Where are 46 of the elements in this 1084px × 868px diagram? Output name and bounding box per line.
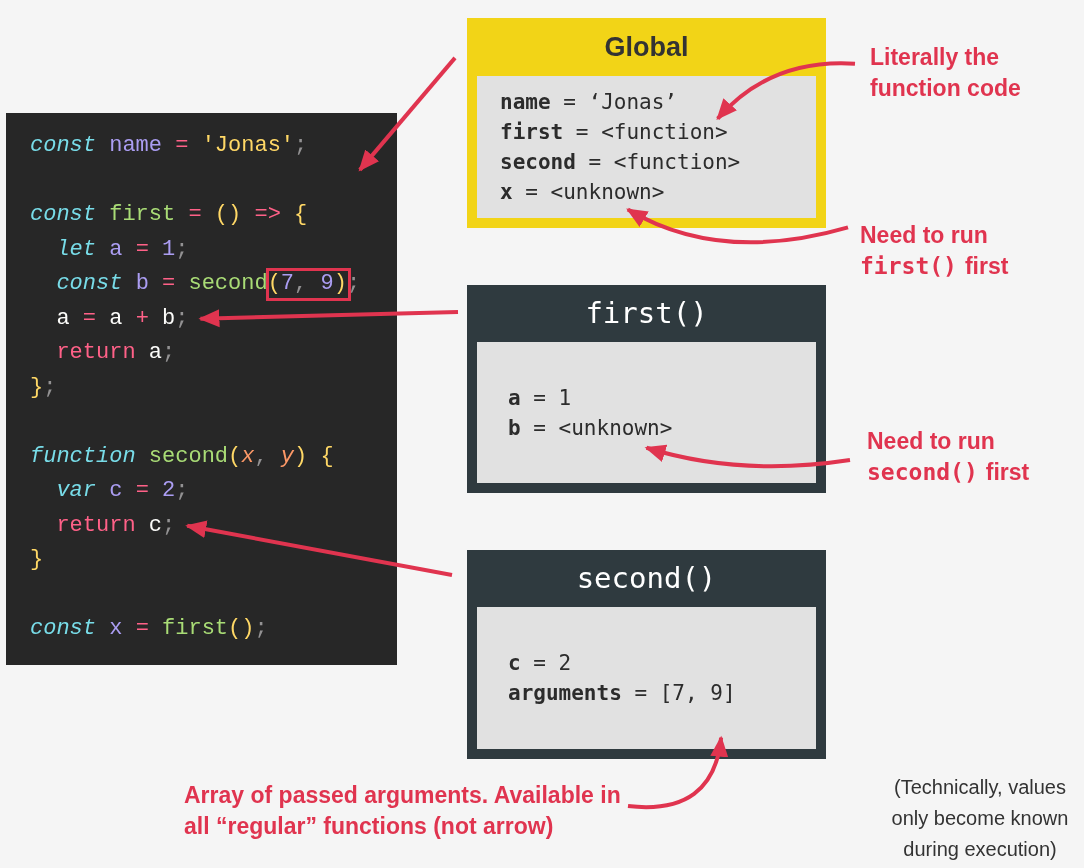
code-line: const x = first(); (30, 612, 268, 647)
arrow (627, 735, 728, 810)
code-line: return a; (30, 336, 176, 371)
annotation-text: Literally the function code (870, 42, 1060, 104)
variable-line: second = <function> (500, 149, 741, 176)
variable-line: b = <unknown> (508, 414, 673, 442)
annotation-text: Need to run (867, 427, 995, 456)
context-frame (467, 18, 826, 228)
code-line: const name = 'Jonas'; (30, 129, 308, 164)
context-frame (467, 285, 826, 493)
code-line: } (30, 543, 44, 578)
variable-panel (477, 76, 816, 218)
arrow (716, 61, 856, 121)
code-line: const b = second(7, 9); (30, 267, 361, 302)
variable-panel (477, 342, 816, 483)
code-line: var c = 2; (30, 474, 189, 509)
frame-title: Global (604, 30, 689, 64)
code-line: const first = () => { (30, 198, 308, 233)
variable-line: first = <function> (500, 119, 728, 146)
note-text: (Technically, values only become known during execution) (890, 775, 1070, 862)
code-line: }; (30, 370, 57, 405)
code-line: function second(x, y) { (30, 439, 334, 474)
arrow (358, 56, 457, 172)
code-line: a = a + b; (30, 301, 189, 336)
context-frame (467, 550, 826, 759)
arrow (626, 207, 849, 245)
annotation-text: Array of passed arguments. Available in all “regular” functions (not arrow) (184, 780, 624, 842)
code-line: return c; (30, 508, 176, 543)
variable-line: a = 1 (508, 384, 572, 412)
code-panel (6, 113, 397, 665)
annotation-text: first (985, 458, 1030, 487)
annotation-text: first (964, 252, 1009, 281)
arrow (185, 520, 453, 578)
variable-line: c = 2 (508, 650, 572, 677)
code-line: let a = 1; (30, 232, 189, 267)
code-text: second() (867, 458, 978, 487)
variable-line: arguments = [7, 9] (508, 680, 736, 707)
variable-panel (477, 607, 816, 749)
annotation-text: Need to run (860, 221, 988, 250)
arrow (644, 444, 851, 469)
variable-line: x = <unknown> (500, 179, 665, 206)
frame-title: second() (576, 560, 717, 598)
variable-line: name = ‘Jonas’ (500, 89, 677, 116)
frame-title: first() (585, 295, 708, 333)
code-text: first() (860, 252, 957, 281)
arrow (198, 309, 459, 328)
